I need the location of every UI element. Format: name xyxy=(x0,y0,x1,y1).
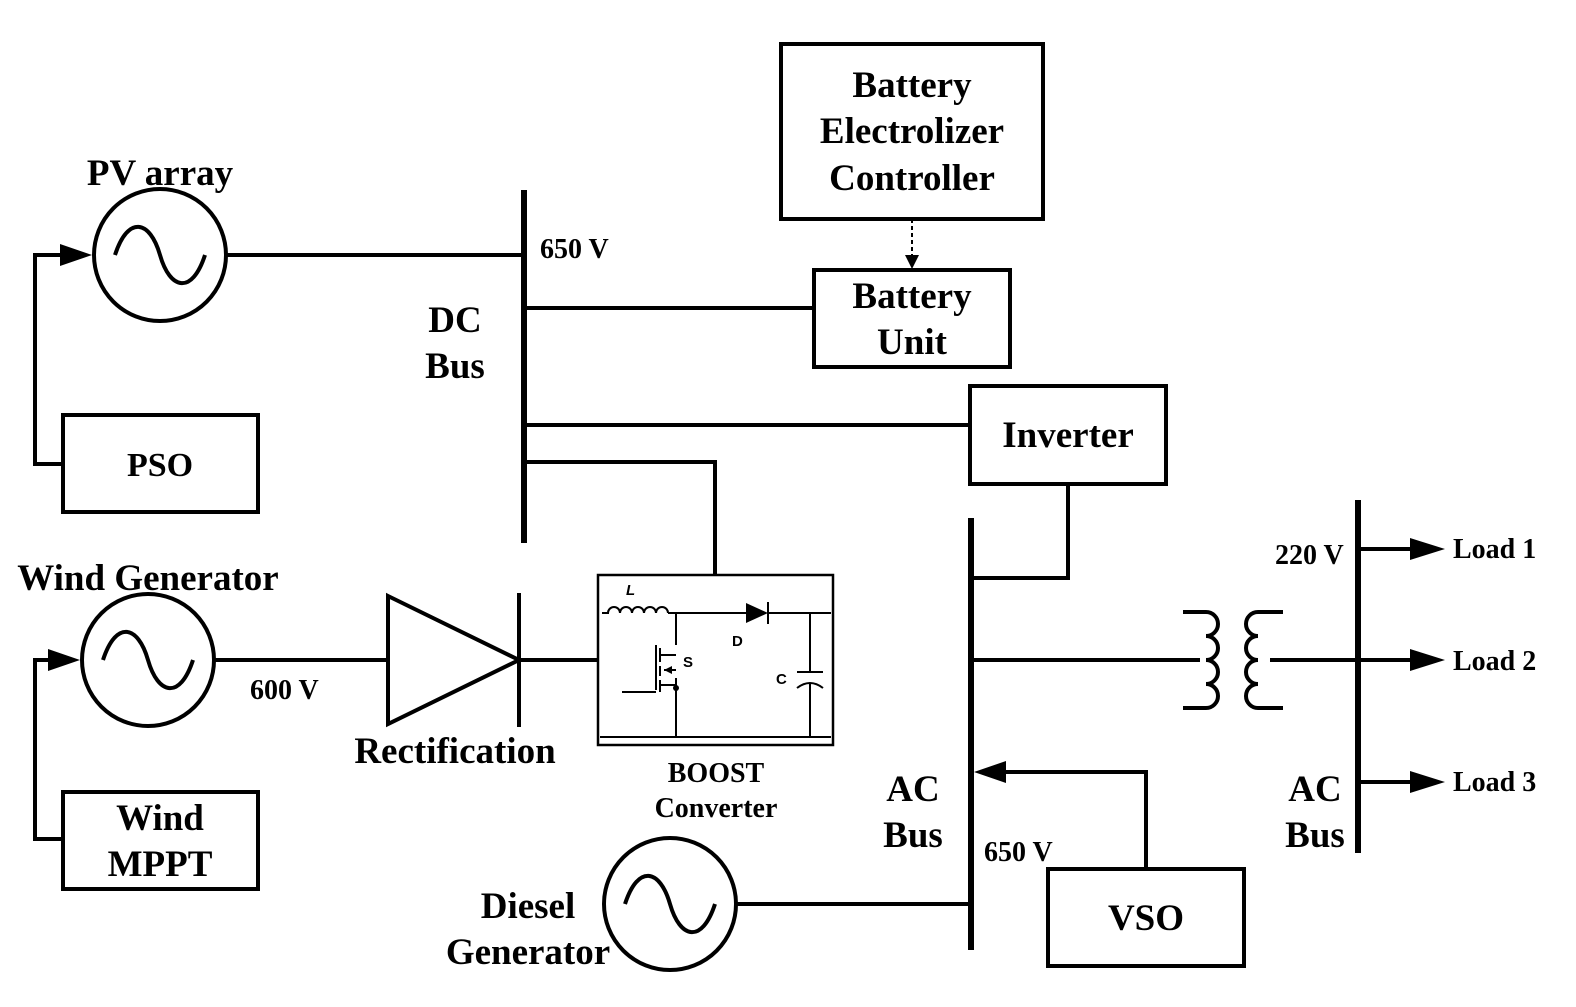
transformer-primary-coil xyxy=(1183,610,1220,710)
wind-mppt-label-line2: MPPT xyxy=(108,844,213,885)
wind-generator-source xyxy=(80,592,216,728)
dc-bus-label-line2: Bus xyxy=(425,346,485,387)
pso-feedback-arrowhead xyxy=(60,244,92,266)
wind-mppt-feedback-arrowhead xyxy=(48,649,80,671)
ac-bus-main-label-line1: AC xyxy=(886,769,939,810)
boost-label-line1: BOOST xyxy=(668,758,765,789)
rectification-label: Rectification xyxy=(354,731,556,772)
load-bus-voltage-label: 220 V xyxy=(1275,540,1344,571)
battery-unit-label-line2: Unit xyxy=(877,322,948,363)
rectifier-triangle xyxy=(386,592,524,728)
vso-feedback-line xyxy=(1004,770,1148,869)
boost-converter-frame xyxy=(596,573,835,747)
battery-electrolizer-controller-block xyxy=(779,42,1045,221)
diesel-label-line1: Diesel xyxy=(481,886,576,927)
boost-inductor-label: L xyxy=(626,582,635,599)
dc-bus-to-boost-line xyxy=(524,460,717,576)
vso-feedback-arrowhead xyxy=(974,761,1006,783)
boost-diode xyxy=(746,603,768,623)
inverter-to-ac-bus-line xyxy=(971,484,1070,580)
load-3-label: Load 3 xyxy=(1453,767,1536,798)
wind-mppt-feedback-line xyxy=(33,658,63,841)
ac-bus-load-label-line2: Bus xyxy=(1285,815,1345,856)
load-1-label: Load 1 xyxy=(1453,534,1536,565)
load-2-label: Load 2 xyxy=(1453,646,1536,677)
ac-bus-load-label-line1: AC xyxy=(1288,769,1341,810)
boost-inductor xyxy=(602,606,669,614)
pso-feedback-line xyxy=(33,253,63,466)
boost-switch-node xyxy=(673,685,679,691)
pv-array-label: PV array xyxy=(87,153,234,194)
load-1-arrowhead xyxy=(1410,538,1445,560)
boost-switch-body xyxy=(655,645,676,692)
diesel-label-line2: Generator xyxy=(446,932,610,973)
dc-bus-voltage-label: 650 V xyxy=(540,234,609,265)
ac-bus-main-label-line2: Bus xyxy=(883,815,943,856)
boost-capacitor xyxy=(796,613,824,737)
boost-converter: L D S C xyxy=(596,573,835,747)
sine-wave-icon xyxy=(113,224,207,286)
pso-label: PSO xyxy=(127,447,193,484)
transformer xyxy=(1183,608,1283,712)
sine-wave-icon xyxy=(623,873,717,935)
inverter-label: Inverter xyxy=(1002,415,1134,456)
controller-signal-arrowhead xyxy=(905,255,919,269)
bec-label-line3: Controller xyxy=(829,158,995,199)
transformer-secondary-coil xyxy=(1244,610,1283,710)
sine-wave-icon xyxy=(101,629,195,691)
boost-label-line2: Converter xyxy=(655,793,778,824)
wind-voltage-label: 600 V xyxy=(250,675,319,706)
battery-unit-block xyxy=(812,268,1012,369)
ac-bus-main-voltage-label: 650 V xyxy=(984,837,1053,868)
load-3-arrowhead xyxy=(1410,771,1445,793)
dc-bus-label-line1: DC xyxy=(428,300,481,341)
diesel-generator-source xyxy=(602,836,738,972)
bec-label-line1: Battery xyxy=(852,65,972,106)
battery-unit-label-line1: Battery xyxy=(852,276,972,317)
wind-mppt-label-line1: Wind xyxy=(116,798,204,839)
boost-capacitor-label: C xyxy=(776,671,787,688)
boost-switch-label: S xyxy=(683,654,693,671)
pv-array-source xyxy=(92,187,228,323)
load-2-arrowhead xyxy=(1410,649,1445,671)
boost-diode-label: D xyxy=(732,633,743,650)
vso-label: VSO xyxy=(1108,898,1184,939)
bec-label-line2: Electrolizer xyxy=(820,111,1004,152)
